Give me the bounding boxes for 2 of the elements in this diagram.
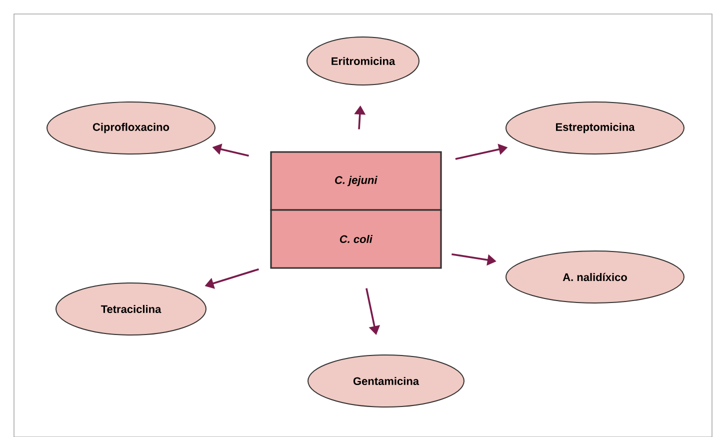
species-box: C. coli xyxy=(270,209,442,269)
species-box: C. jejuni xyxy=(270,151,442,211)
